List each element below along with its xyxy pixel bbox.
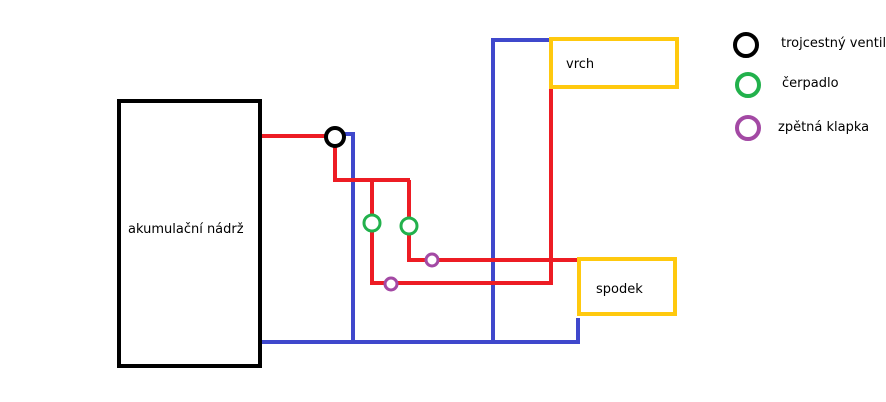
legend: trojcestný ventil čerpadlo zpětná klapka — [733, 32, 886, 141]
check-valve-icon — [424, 252, 440, 268]
legend-label: trojcestný ventil — [781, 36, 886, 51]
three-way-valve-icon — [733, 32, 759, 58]
return-pipes — [258, 38, 580, 344]
top-storage: vrch — [549, 37, 679, 89]
return-pipe-top — [491, 38, 552, 342]
tank-label: akumulační nádrž — [128, 222, 244, 237]
supply-pipes — [260, 88, 578, 285]
legend-label: čerpadlo — [782, 76, 839, 91]
check-valve-icon — [383, 276, 399, 292]
top-storage-label: vrch — [566, 57, 594, 72]
legend-item-three-way-valve: trojcestný ventil — [733, 32, 886, 58]
supply-pipe-branch-bottom — [407, 180, 578, 262]
supply-pipe-branch-top — [370, 88, 553, 285]
pump-icon — [735, 72, 761, 98]
return-pipe-main — [258, 318, 580, 344]
legend-item-check-valve: zpětná klapka — [735, 115, 869, 141]
check-valve-icon — [735, 115, 761, 141]
bottom-storage: spodek — [577, 257, 677, 316]
legend-item-pump: čerpadlo — [735, 72, 839, 98]
three-way-valve-icon — [324, 126, 346, 148]
return-pipe-valve — [342, 132, 355, 342]
supply-pipe-manifold — [333, 146, 410, 182]
legend-label: zpětná klapka — [778, 120, 869, 135]
pump-icon — [362, 213, 382, 233]
accumulation-tank: akumulační nádrž — [117, 99, 262, 368]
bottom-storage-label: spodek — [596, 282, 643, 297]
pump-icon — [399, 216, 419, 236]
